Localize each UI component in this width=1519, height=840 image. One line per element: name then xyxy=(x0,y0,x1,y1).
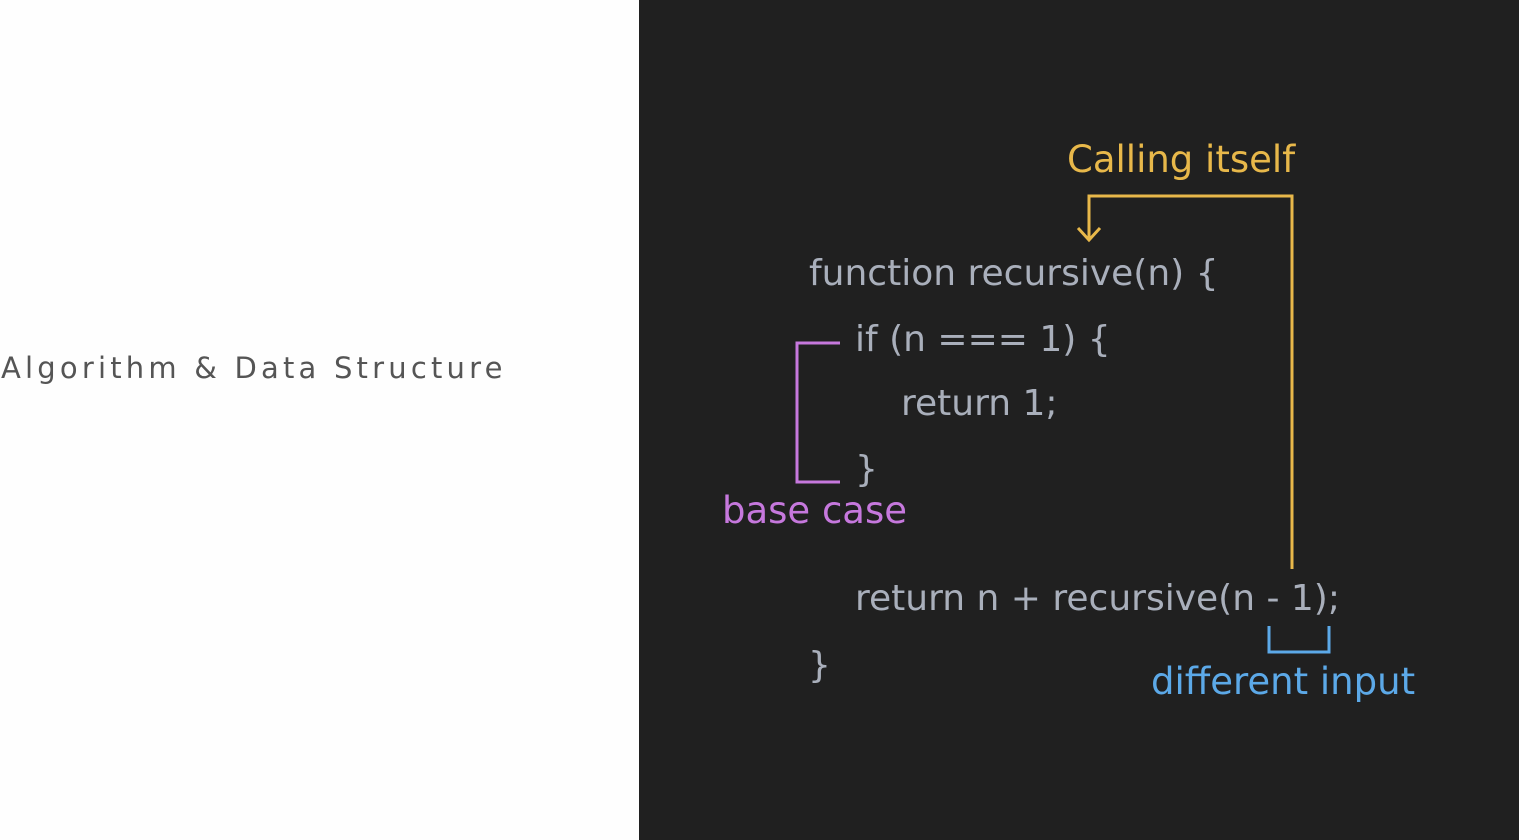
left-panel: Algorithm & Data Structure xyxy=(0,0,639,840)
code-line-if-condition: if (n === 1) { xyxy=(855,319,1111,360)
calling-itself-label: Calling itself xyxy=(1067,138,1296,181)
code-line-return-recursive: return n + recursive(n - 1); xyxy=(855,578,1340,619)
code-diagram-panel xyxy=(639,0,1519,840)
different-input-label: different input xyxy=(1151,660,1416,703)
base-case-label: base case xyxy=(722,489,908,532)
code-line-function-signature: function recursive(n) { xyxy=(809,253,1219,294)
code-line-if-close: } xyxy=(855,449,878,490)
code-line-return-base: return 1; xyxy=(901,383,1058,424)
code-line-function-close: } xyxy=(808,645,831,686)
site-title: Algorithm & Data Structure xyxy=(1,351,507,385)
